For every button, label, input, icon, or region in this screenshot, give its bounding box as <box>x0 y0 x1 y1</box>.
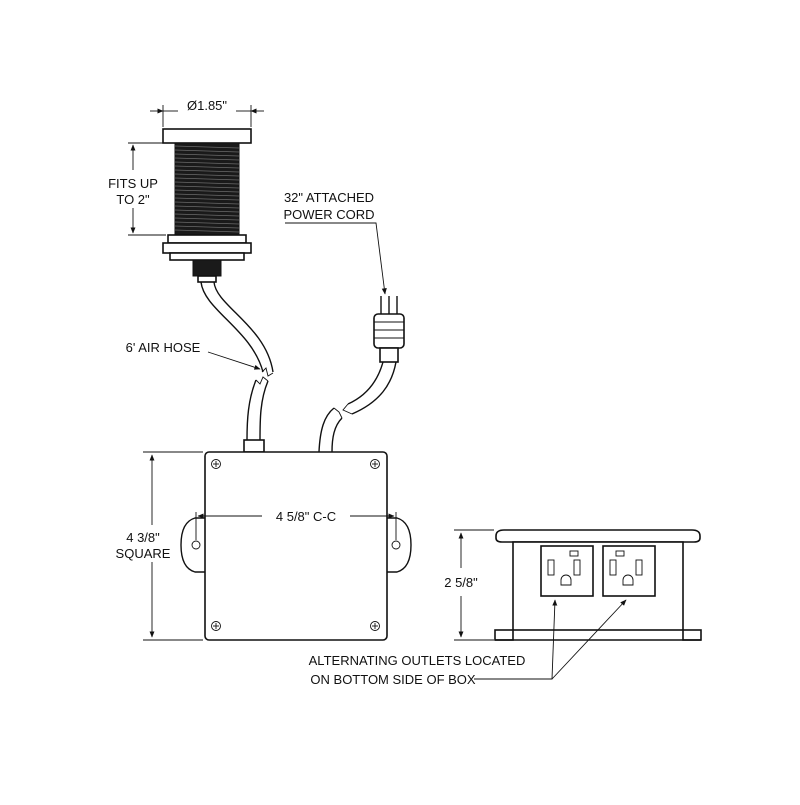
fits-label-line1: FITS UP <box>108 176 158 191</box>
thread-line <box>174 229 240 233</box>
hose-nipple <box>197 275 217 283</box>
threaded-shaft <box>174 142 240 236</box>
outlets-label-line2: ON BOTTOM SIDE OF BOX <box>310 672 475 687</box>
height-dimension: 2 5/8" <box>444 529 494 641</box>
box-body <box>512 541 684 631</box>
thread-line <box>174 205 240 209</box>
thread-line <box>174 173 240 177</box>
box-foot-left <box>494 629 514 641</box>
thread-line <box>174 165 240 169</box>
screw-icon <box>370 621 380 631</box>
box-foot-right <box>682 629 702 641</box>
thread-line <box>174 209 240 213</box>
thread-line <box>174 157 240 161</box>
height-label: 2 5/8" <box>444 575 478 590</box>
thread-line <box>174 161 240 165</box>
outlet-icon <box>602 545 656 597</box>
thread-line <box>174 197 240 201</box>
plug-body <box>373 313 405 349</box>
fits-dimension: FITS UP TO 2" <box>108 142 173 236</box>
thread-line <box>174 153 240 157</box>
cord-label-line1: 32" ATTACHED <box>284 190 374 205</box>
outlets-callout: ALTERNATING OUTLETS LOCATED ON BOTTOM SI… <box>309 599 627 687</box>
button-cap <box>162 128 252 144</box>
square-label-line1: 4 3/8" <box>126 530 160 545</box>
control-box <box>204 451 388 641</box>
hose-fitting <box>192 259 222 277</box>
screw-icon <box>370 459 380 469</box>
thread-line <box>174 177 240 181</box>
square-label-line2: SQUARE <box>116 546 171 561</box>
thread-line <box>174 201 240 205</box>
screw-icon <box>211 459 221 469</box>
diameter-dimension: Ø1.85" <box>150 98 264 127</box>
thread-line <box>174 217 240 221</box>
thread-line <box>174 181 240 185</box>
box-lid <box>495 529 701 543</box>
thread-line <box>174 169 240 173</box>
thread-line <box>174 145 240 149</box>
cord-label-line2: POWER CORD <box>284 207 375 222</box>
plug-strain-relief <box>379 347 399 363</box>
power-cord <box>318 296 405 453</box>
power-cord-callout: 32" ATTACHED POWER CORD <box>284 190 387 295</box>
diameter-label: Ø1.85" <box>187 98 227 113</box>
thread-line <box>174 193 240 197</box>
outlet-icon <box>540 545 594 597</box>
center-to-center-label: 4 5/8" C-C <box>276 509 336 524</box>
thread-lines <box>174 145 240 233</box>
thread-line <box>174 225 240 229</box>
air-button <box>162 128 252 283</box>
air-hose <box>200 281 274 453</box>
thread-line <box>174 185 240 189</box>
hose-connector <box>243 439 265 453</box>
square-dimension: 4 3/8" SQUARE <box>116 451 203 641</box>
screw-icon <box>211 621 221 631</box>
fits-label-line2: TO 2" <box>116 192 150 207</box>
thread-line <box>174 189 240 193</box>
thread-line <box>174 213 240 217</box>
thread-line <box>174 221 240 225</box>
thread-line <box>174 149 240 153</box>
flange-lower <box>169 252 245 261</box>
control-box-top-view <box>180 451 412 641</box>
outlets-label-line1: ALTERNATING OUTLETS LOCATED <box>309 653 526 668</box>
center-to-center-dimension: 4 5/8" C-C <box>195 509 397 540</box>
flange-nut <box>167 234 247 244</box>
flange-base <box>162 242 252 254</box>
control-box-side-view <box>494 529 702 641</box>
air-hose-label: 6' AIR HOSE <box>126 340 201 355</box>
air-hose-callout: 6' AIR HOSE <box>126 340 261 370</box>
